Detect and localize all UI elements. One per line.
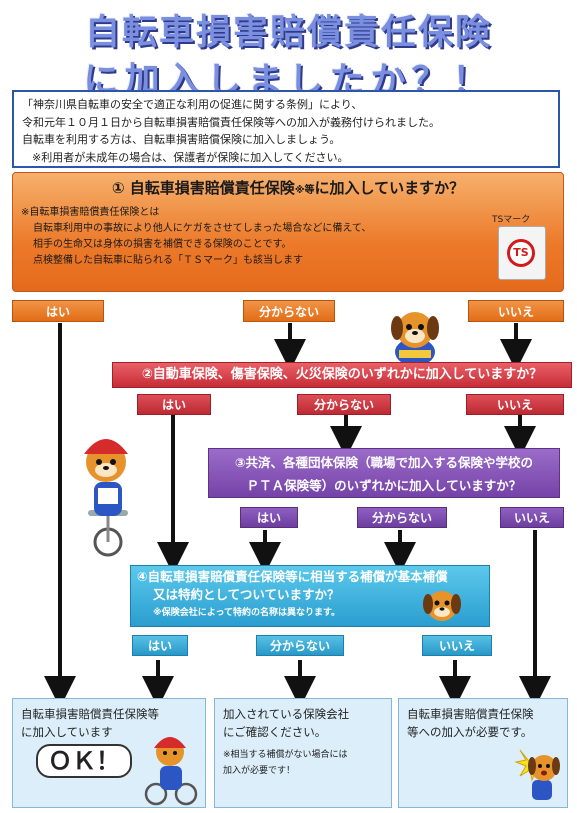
question-1-title: ① 自転車損害賠償責任保険※等に加入していますか？ bbox=[13, 177, 563, 198]
question-4-note: ※保険会社によって特約の名称は異なります。 bbox=[153, 608, 341, 618]
result-note: 加入が必要です！ bbox=[223, 766, 296, 776]
explanation-line: 自転車利用中の事故により他人にケガをさせてしまった場合などに備えて、 bbox=[33, 223, 372, 234]
page-title-line1: 自転車損害賠償責任保険 bbox=[84, 13, 492, 53]
question-1-explanation: ※自転車損害賠償責任保険とは 自転車利用中の事故により他人にケガをさせてしまった… bbox=[21, 205, 451, 269]
question-2-box: ②自動車保険、傷害保険、火災保険のいずれかに加入していますか？ bbox=[112, 362, 572, 388]
q2-answer-yes[interactable]: はい bbox=[137, 394, 211, 415]
q4-answer-unknown[interactable]: 分からない bbox=[256, 635, 344, 656]
result-line: 加入されている保険会社 bbox=[223, 707, 350, 721]
dog-surprised-icon bbox=[514, 749, 560, 800]
q1-answer-yes[interactable]: はい bbox=[12, 300, 104, 322]
ts-mark-badge: TS bbox=[507, 239, 535, 267]
dog-mascot-icon bbox=[391, 312, 439, 366]
question-3-box: ③共済、各種団体保険（職場で加入する保険や学校の ＰＴＡ保険等）のいずれかに加入… bbox=[208, 448, 560, 498]
result-line: 自転車損害賠償責任保険 bbox=[407, 707, 534, 721]
result-line: 等への加入が必要です。 bbox=[407, 725, 533, 739]
q1-answer-no[interactable]: いいえ bbox=[468, 300, 564, 322]
q3-answer-no[interactable]: いいえ bbox=[500, 507, 564, 528]
q3-answer-yes[interactable]: はい bbox=[240, 507, 298, 528]
question-3-line: ③共済、各種団体保険（職場で加入する保険や学校の bbox=[234, 455, 534, 470]
intro-line: ※利用者が未成年の場合は、保護者が保険に加入してください。 bbox=[32, 150, 349, 164]
result-note: ※相当する補償がない場合には bbox=[223, 750, 348, 760]
result-line: に加入しています bbox=[21, 725, 113, 739]
result-line: 自転車損害賠償責任保険等 bbox=[21, 707, 159, 721]
ok-speech-bubble: ＯＫ！ bbox=[36, 744, 132, 778]
intro-box: 「神奈川県自転車の安全で適正な利用の促進に関する条例」により、 令和元年１０月１… bbox=[12, 90, 560, 168]
ts-mark-icon: TS bbox=[498, 226, 546, 280]
result-line: にご確認ください。 bbox=[223, 725, 327, 739]
q4-answer-no[interactable]: いいえ bbox=[422, 635, 492, 656]
q3-answer-unknown[interactable]: 分からない bbox=[357, 507, 447, 528]
question-1-title-end: に加入していますか？ bbox=[314, 179, 465, 197]
explanation-head: ※自転車損害賠償責任保険とは bbox=[21, 207, 160, 218]
question-3-line: ＰＴＡ保険等）のいずれかに加入していますか？ bbox=[246, 478, 522, 493]
question-1-box: ① 自転車損害賠償責任保険※等に加入していますか？ ※自転車損害賠償責任保険とは… bbox=[12, 172, 564, 292]
intro-line: 令和元年１０月１日から自転車損害賠償責任保険等への加入が義務付けられました。 bbox=[22, 115, 440, 129]
q1-answer-unknown[interactable]: 分からない bbox=[243, 300, 335, 322]
intro-line: 自転車を利用する方は、自転車損害賠償保険に加入しましょう。 bbox=[22, 133, 341, 146]
intro-line: 「神奈川県自転車の安全で適正な利用の促進に関する条例」により、 bbox=[22, 98, 363, 111]
question-1-title-note: ※等 bbox=[294, 185, 315, 196]
question-1-title-text: ① 自転車損害賠償責任保険 bbox=[111, 179, 295, 197]
dog-cyclist-icon bbox=[84, 439, 128, 557]
result-check-insurer: 加入されている保険会社 にご確認ください。 ※相当する補償がない場合には 加入が… bbox=[214, 698, 392, 808]
q2-answer-unknown[interactable]: 分からない bbox=[297, 394, 391, 415]
dog-cyclist-small-icon bbox=[144, 737, 198, 806]
question-4-line: 又は特約としてついていますか？ bbox=[153, 587, 340, 602]
ts-mark-label: TSマーク bbox=[492, 215, 531, 225]
q2-answer-no[interactable]: いいえ bbox=[466, 394, 564, 415]
question-4-line: ④自転車損害賠償責任保険等に相当する補償が基本補償 bbox=[137, 569, 448, 584]
explanation-line: 点検整備した自転車に貼られる「ＴＳマーク」も該当します bbox=[33, 255, 303, 266]
explanation-line: 相手の生命又は身体の損害を補償できる保険のことです。 bbox=[33, 239, 292, 250]
q4-answer-yes[interactable]: はい bbox=[132, 635, 188, 656]
dog-peek-icon bbox=[423, 591, 461, 621]
